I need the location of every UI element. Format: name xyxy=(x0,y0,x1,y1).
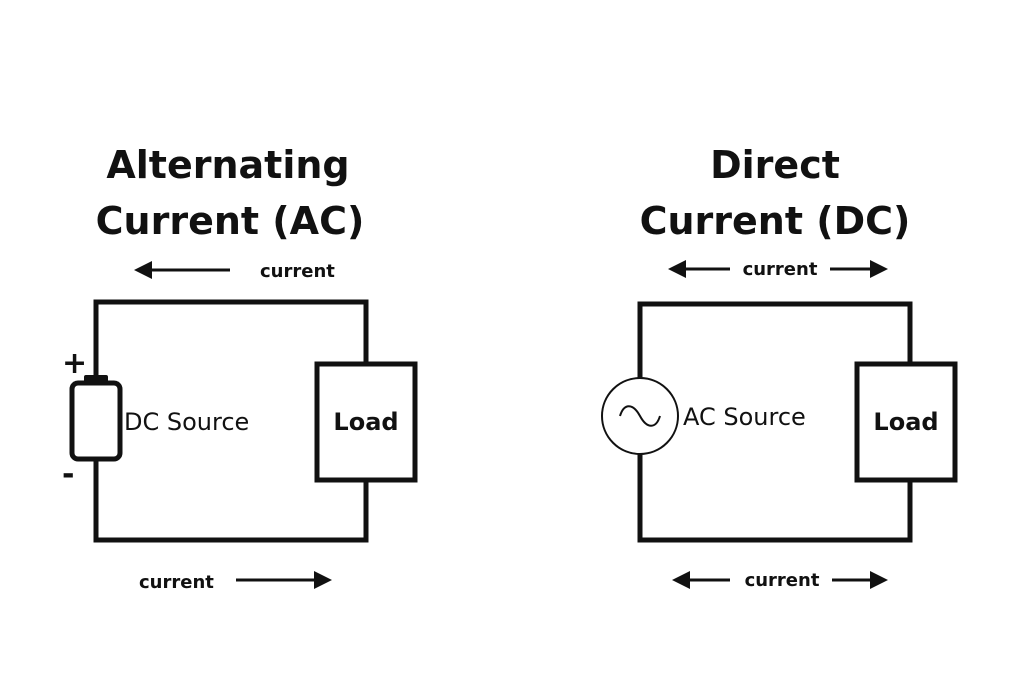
right-load-label: Load xyxy=(873,408,938,436)
left-title-line1: Alternating xyxy=(106,143,349,187)
right-top-double-arrow-icon xyxy=(668,260,888,278)
right-load-box xyxy=(854,361,958,483)
right-bottom-current-label: current xyxy=(745,570,820,591)
dc-source-label: DC Source xyxy=(124,408,249,436)
battery-icon xyxy=(69,375,123,462)
positive-sign: + xyxy=(62,346,87,381)
right-bottom-double-arrow-icon xyxy=(672,571,888,589)
right-circuit-wire xyxy=(637,301,913,543)
left-top-arrow-icon xyxy=(134,261,230,279)
right-title-line1: Direct xyxy=(710,143,840,187)
left-bottom-arrow-icon xyxy=(236,571,332,589)
negative-sign: - xyxy=(62,457,74,492)
right-top-current-label: current xyxy=(743,259,818,280)
left-bottom-current-label: current xyxy=(139,572,214,593)
left-load-box xyxy=(314,361,418,483)
left-circuit-wire xyxy=(93,299,369,543)
right-title-line2: Current (DC) xyxy=(640,199,911,243)
left-top-current-label: current xyxy=(260,261,335,282)
left-diagram: Alternating Current (AC) current + - DC … xyxy=(62,143,418,593)
left-load-label: Load xyxy=(333,408,398,436)
ac-source-label: AC Source xyxy=(683,403,806,431)
right-diagram: Direct Current (DC) current AC Source Lo… xyxy=(601,143,958,591)
sine-wave-source-icon xyxy=(601,377,679,455)
left-title-line2: Current (AC) xyxy=(96,199,365,243)
